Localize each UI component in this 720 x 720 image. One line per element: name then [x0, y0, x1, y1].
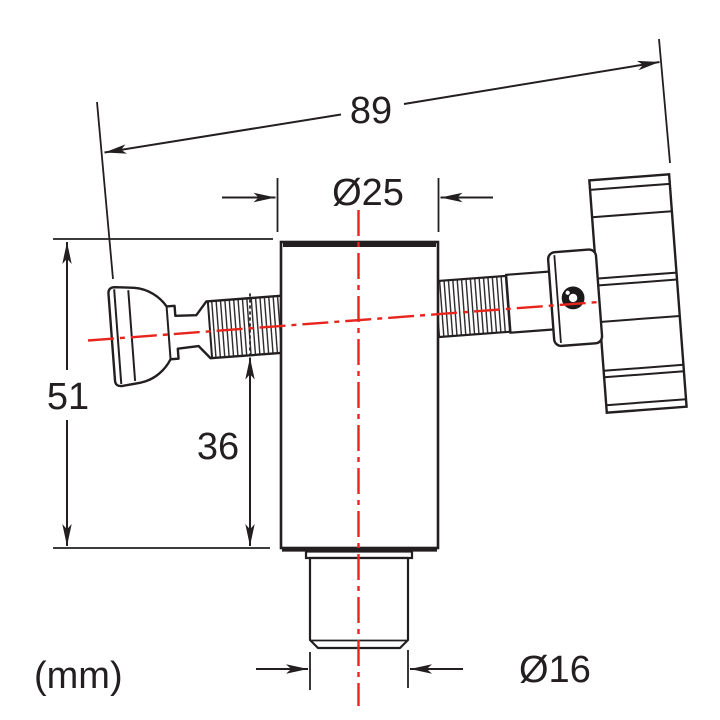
knob-rib-line [596, 271, 677, 280]
right-spindle [433, 248, 604, 348]
knob-top-cap-line [589, 182, 670, 191]
left-thread-hatching [208, 295, 295, 359]
dimension-overall-length: 89 [96, 38, 671, 280]
dimension-value-51: 51 [47, 376, 89, 418]
knob-rib-line [597, 278, 678, 287]
dimension-line [104, 113, 342, 154]
dimension-body-height: 51 [47, 238, 273, 549]
dimension-value-d16: Ø16 [519, 649, 591, 691]
extension-line [96, 101, 114, 280]
right-knob-body [588, 173, 688, 414]
units-label: (mm) [34, 655, 123, 697]
dimension-value-d25: Ø25 [332, 172, 404, 214]
knob-rim-line [127, 290, 137, 382]
knob-bottom-cap-line [606, 398, 687, 407]
dimension-value-36: 36 [197, 426, 239, 468]
dimension-line [403, 60, 660, 105]
screw-assembly [107, 173, 688, 414]
dimension-spigot-diameter: Ø16 [256, 649, 591, 691]
right-thread-hatching [434, 275, 512, 338]
hub-hole-highlight [565, 290, 570, 295]
hub-face-line [553, 255, 562, 343]
thread-start-line [206, 301, 214, 359]
right-knob [588, 173, 688, 414]
left-knob-assembly [107, 286, 296, 388]
knob-rib-line [592, 210, 672, 219]
knob-bead-line [165, 306, 172, 360]
knob-rib-line [599, 314, 680, 323]
knob-face-line [113, 289, 123, 385]
dimension-centerline-height: 36 [197, 357, 255, 546]
centerlines [87, 210, 603, 706]
dimension-body-diameter: Ø25 [222, 172, 493, 232]
knob-rib-line [603, 363, 684, 372]
extension-line [658, 38, 671, 164]
spindle-shank [504, 270, 557, 334]
dimension-value-89: 89 [350, 90, 392, 132]
knob-rib-line [604, 370, 684, 379]
